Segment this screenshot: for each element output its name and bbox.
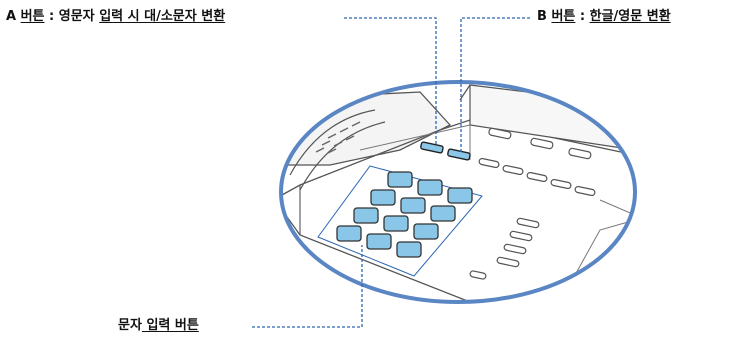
keypad-key xyxy=(417,179,443,196)
keypad-keys xyxy=(336,171,473,258)
leader-line-a xyxy=(344,17,437,146)
keypad-key xyxy=(383,215,409,232)
leader-line-b xyxy=(460,17,530,154)
a-button xyxy=(420,141,444,154)
keypad-key xyxy=(387,171,413,188)
keypad-key xyxy=(336,225,362,242)
label-a-button: A 버튼 : 영문자 입력 시 대/소문자 변환 xyxy=(6,9,226,24)
keypad-key xyxy=(370,189,396,206)
keypad-key xyxy=(430,205,456,222)
keypad-key xyxy=(366,233,392,250)
function-keys xyxy=(469,127,596,280)
phone-body xyxy=(281,82,635,302)
keypad-key xyxy=(447,187,473,204)
leader-line-c xyxy=(252,245,363,328)
label-b-button: B 버튼 : 한글/영문 변환 xyxy=(537,9,671,24)
magnifier-circle xyxy=(279,80,637,304)
keypad-key xyxy=(413,223,439,240)
b-button xyxy=(447,148,471,161)
keypad-key xyxy=(353,207,379,224)
keypad-key xyxy=(400,197,426,214)
label-char-input-buttons: 문자 입력 버튼 xyxy=(118,318,199,333)
keypad-key xyxy=(396,241,422,258)
